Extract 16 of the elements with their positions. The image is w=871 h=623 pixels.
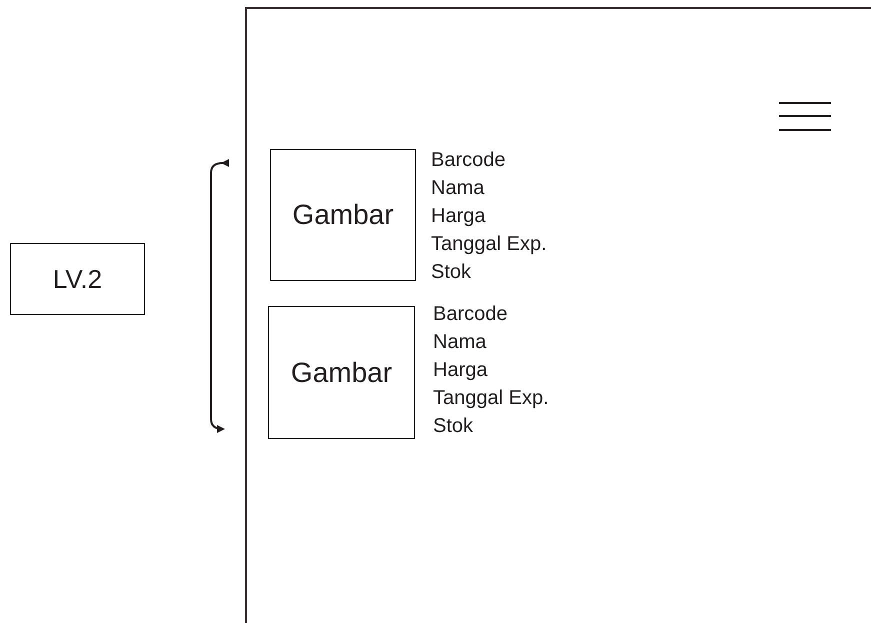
field-label: Harga <box>433 358 488 383</box>
field-label: Harga <box>431 204 486 229</box>
field-label: Nama <box>431 176 486 201</box>
field-label: Nama <box>433 330 488 355</box>
field-label: Barcode <box>433 302 508 327</box>
box-label: Gambar <box>290 356 392 388</box>
field-label: Stok <box>431 260 472 285</box>
box-label: Gambar <box>292 199 394 231</box>
box-label: LV.2 <box>52 264 102 294</box>
image-placeholder-box <box>270 149 416 281</box>
field-label: Barcode <box>431 148 506 173</box>
image-placeholder-box <box>268 306 415 439</box>
field-label: Tanggal Exp. <box>431 232 547 257</box>
field-label: Tanggal Exp. <box>433 386 549 411</box>
field-label: Stok <box>433 414 474 439</box>
image-placeholder-box <box>10 243 145 315</box>
